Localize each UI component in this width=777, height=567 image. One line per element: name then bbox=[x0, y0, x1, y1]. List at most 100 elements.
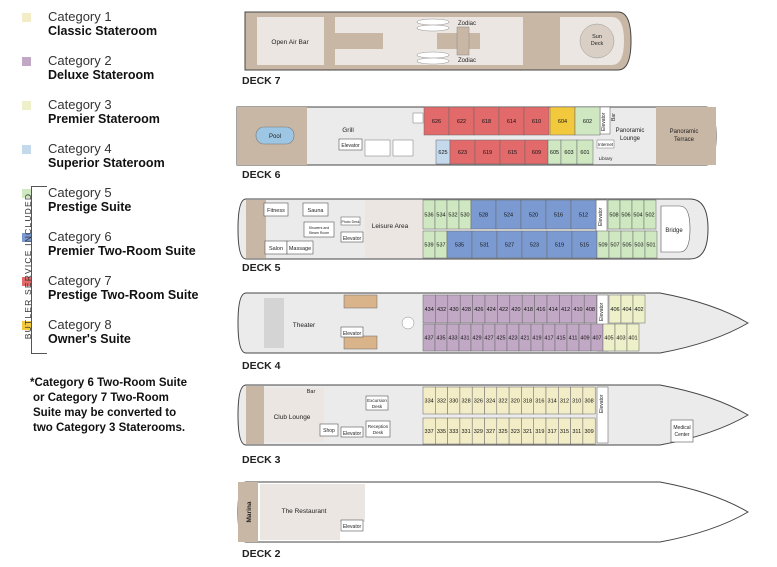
elevator-box bbox=[340, 519, 364, 532]
zodiac-boat-icon bbox=[416, 24, 450, 32]
note-line: or Category 7 Two-Room bbox=[33, 392, 169, 404]
cabin-number: 528 bbox=[479, 213, 488, 219]
cabin-number: 320 bbox=[511, 399, 520, 405]
cabin-number: 420 bbox=[511, 307, 520, 313]
note-line: Suite may be converted to bbox=[33, 407, 177, 419]
legend-room-type: Premier Two-Room Suite bbox=[48, 244, 196, 258]
elevator-label: Elevator bbox=[343, 524, 362, 530]
cabin-number: 334 bbox=[425, 399, 434, 405]
cabin-number: 419 bbox=[532, 336, 541, 342]
cabin-number: 312 bbox=[560, 399, 569, 405]
note-line: two Category 3 Staterooms. bbox=[33, 422, 186, 434]
cabin-number: 318 bbox=[523, 399, 532, 405]
cabin-number: 423 bbox=[508, 336, 517, 342]
cabin-number: 432 bbox=[437, 307, 446, 313]
cabin-number: 319 bbox=[535, 429, 544, 435]
deck-5-label: DECK 5 bbox=[242, 262, 281, 274]
restaurant-label: The Restaurant bbox=[282, 508, 327, 515]
elevator-box bbox=[338, 138, 363, 151]
cabin-512 bbox=[570, 199, 597, 230]
elevator-vertical-label: Elevator bbox=[598, 207, 604, 226]
cabin-number: 407 bbox=[592, 336, 601, 342]
cabin-number: 328 bbox=[461, 399, 470, 405]
cabin-number: 503 bbox=[634, 243, 643, 249]
deck-6-label: DECK 6 bbox=[242, 169, 281, 181]
cabin-number: 437 bbox=[424, 336, 433, 342]
legend-room-type: Superior Stateroom bbox=[48, 156, 165, 170]
cabin-number: 504 bbox=[633, 213, 642, 219]
legend-item-category-4: Category 4 Superior Stateroom bbox=[22, 141, 165, 171]
cabin-number: 534 bbox=[436, 213, 445, 219]
sun-deck-label: Sun bbox=[592, 34, 602, 40]
elevator-label: Elevator bbox=[343, 236, 362, 242]
cabin-number: 308 bbox=[584, 399, 593, 405]
cabin-number: 403 bbox=[616, 336, 625, 342]
elevator-box bbox=[340, 326, 364, 338]
cabin-626 bbox=[423, 106, 450, 136]
marina-label: Marina bbox=[246, 501, 253, 522]
legend-swatch bbox=[22, 13, 31, 22]
cabin-number: 428 bbox=[462, 307, 471, 313]
legend-room-type: Prestige Two-Room Suite bbox=[48, 288, 199, 302]
cabin-number: 332 bbox=[437, 399, 446, 405]
cabin-614 bbox=[498, 106, 525, 136]
library-label: Library bbox=[599, 156, 614, 161]
deck-2-plan: Marina The Restaurant Elevator bbox=[237, 481, 749, 543]
cabin-408 bbox=[583, 294, 597, 324]
cabin-531 bbox=[471, 230, 498, 259]
elevator-vertical-label: Elevator bbox=[599, 394, 605, 413]
cabin-number: 601 bbox=[580, 150, 589, 156]
legend-category: Category 6 bbox=[48, 229, 112, 244]
cabin-number: 625 bbox=[438, 150, 447, 156]
cabin-number: 603 bbox=[564, 150, 573, 156]
cabin-401 bbox=[626, 323, 640, 352]
elevator-box bbox=[340, 426, 364, 438]
cabin-number: 409 bbox=[580, 336, 589, 342]
deck-7-plan: Open Air Bar Zodiac Zodiac Sun Deck bbox=[244, 11, 632, 71]
cabin-610 bbox=[523, 106, 550, 136]
cabin-number: 425 bbox=[496, 336, 505, 342]
shop-label: Shop bbox=[323, 428, 335, 434]
cabin-number: 322 bbox=[498, 399, 507, 405]
cabin-number: 311 bbox=[572, 429, 581, 435]
cabin-number: 530 bbox=[460, 213, 469, 219]
deck-6-plan: Pool Grill Elevator Panoramic Terrace El… bbox=[236, 106, 717, 166]
cabin-number: 505 bbox=[622, 243, 631, 249]
deck-2-label: DECK 2 bbox=[242, 548, 281, 560]
cabin-number: 622 bbox=[457, 119, 466, 125]
cabin-number: 610 bbox=[532, 119, 541, 125]
cabin-number: 333 bbox=[449, 429, 458, 435]
cabin-number: 609 bbox=[532, 150, 541, 156]
panoramic-terrace-label: Terrace bbox=[674, 137, 695, 143]
cabin-number: 430 bbox=[449, 307, 458, 313]
zodiac-label: Zodiac bbox=[458, 21, 476, 27]
cabin-515 bbox=[571, 230, 598, 259]
cabin-number: 424 bbox=[487, 307, 496, 313]
cabin-number: 405 bbox=[604, 336, 613, 342]
legend-item-category-6: Category 6 Premier Two-Room Suite bbox=[22, 229, 196, 259]
cabin-number: 414 bbox=[549, 307, 558, 313]
cabin-number: 418 bbox=[524, 307, 533, 313]
cabin-601 bbox=[576, 139, 594, 165]
photo-desk-label: Photo Desk bbox=[341, 220, 359, 224]
cabin-501 bbox=[644, 230, 658, 259]
cabin-number: 415 bbox=[556, 336, 565, 342]
legend-item-category-7: Category 7 Prestige Two-Room Suite bbox=[22, 273, 199, 303]
panoramic-lounge-label: Lounge bbox=[620, 136, 641, 142]
legend-category: Category 2 bbox=[48, 53, 112, 68]
cabin-402 bbox=[632, 294, 646, 324]
cabin-number: 325 bbox=[498, 429, 507, 435]
legend-room-type: Owner's Suite bbox=[48, 332, 131, 346]
cabin-number: 416 bbox=[536, 307, 545, 313]
legend-item-category-8: Category 8 Owner's Suite bbox=[22, 317, 131, 347]
cabin-number: 404 bbox=[622, 307, 631, 313]
pool-label: Pool bbox=[269, 134, 281, 140]
cabin-623 bbox=[449, 139, 476, 165]
deck-5-plan: Fitness Sauna Showers and Steam Room Sal… bbox=[237, 198, 709, 260]
